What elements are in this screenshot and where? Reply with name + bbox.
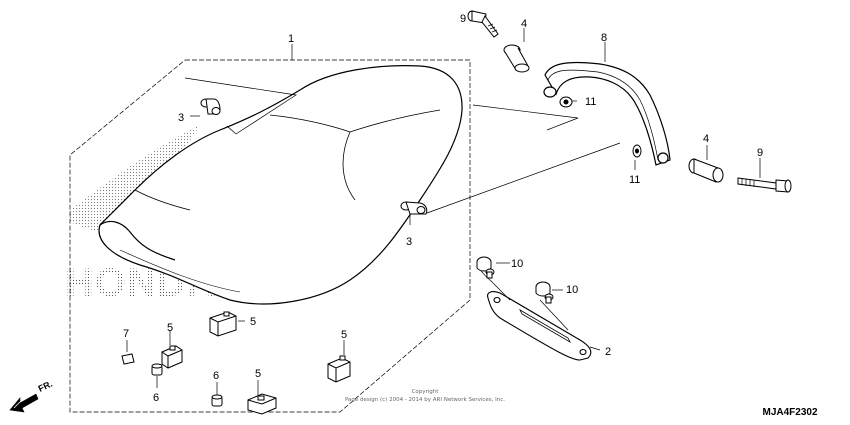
collar-upper [503,44,530,73]
label-part-10-right: 10 [566,284,578,296]
grommet-upper [200,98,221,115]
label-part-6-a: 6 [153,392,159,404]
clip-6-b [211,394,223,407]
label-part-11-lower: 11 [629,174,640,186]
bolt-upper [467,10,499,38]
front-direction-arrow-icon: FR. [9,379,54,413]
label-part-11-upper: 11 [585,96,596,108]
seat-assembly-box [69,59,471,413]
clip-6-a [151,363,163,376]
label-part-2: 2 [605,346,611,358]
label-part-8: 8 [601,32,607,44]
copyright-line-1: Copyright [412,389,440,395]
label-part-3-lower: 3 [406,236,412,248]
flange-bolt-right [535,281,554,304]
label-part-9-upper: 9 [460,13,466,25]
label-part-7: 7 [123,328,129,340]
seat-bracket [477,257,592,361]
label-part-1: 1 [288,33,294,45]
clip-5-d [247,393,277,415]
label-part-4-upper: 4 [521,18,527,30]
flange-bolt-left [476,256,495,279]
leader-lines [126,17,761,395]
part-labels: 1 2 3 3 4 4 5 5 5 5 5 6 6 7 8 9 9 10 10 … [123,13,763,404]
washer-upper [559,96,573,108]
label-part-5-b: 5 [167,322,173,334]
collar-lower [688,158,724,183]
clip-5-a [209,311,237,337]
copyright-line-2: Page design (c) 2004 - 2014 by ARI Netwo… [345,397,505,403]
label-part-5-a: 5 [250,316,256,328]
clip-7 [121,353,135,365]
seat [98,65,463,305]
washer-lower [632,144,642,158]
diagram-code: MJA4F2302 [762,407,817,418]
label-part-9-lower: 9 [757,147,763,159]
bolt-lower [737,177,792,193]
label-part-10-left: 10 [511,258,523,270]
label-part-5-c: 5 [341,329,347,341]
front-direction-label: FR. [37,379,54,394]
label-part-3-upper: 3 [178,112,184,124]
clip-5-c [327,355,351,383]
label-part-5-d: 5 [255,368,261,380]
label-part-4-lower: 4 [703,133,709,145]
clip-5-b [161,345,183,369]
grab-handle [543,61,671,166]
label-part-6-b: 6 [213,370,219,382]
grommet-lower [400,201,428,215]
